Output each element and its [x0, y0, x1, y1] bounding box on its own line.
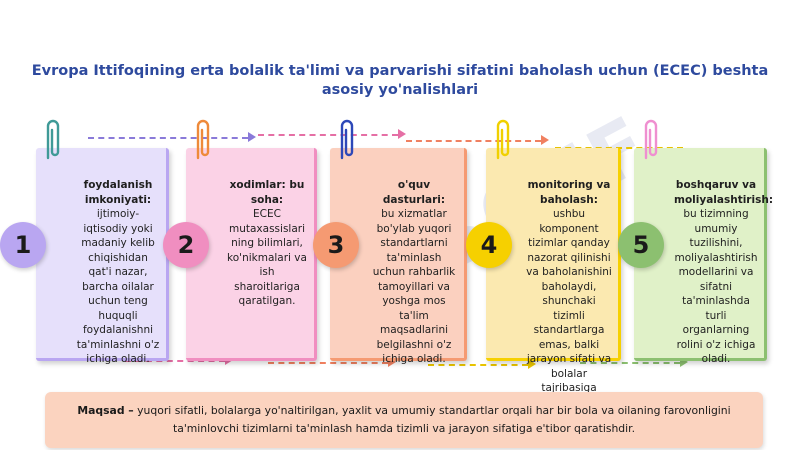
step-heading: xodimlar: bu soha: [229, 179, 305, 206]
arrowhead-bottom-2 [388, 357, 396, 367]
step-number-2: 2 [163, 222, 209, 268]
connector-bottom-4 [580, 362, 680, 364]
step-card-3: o'quv dasturlari:bu xizmatlar bo'ylab yu… [330, 148, 467, 365]
connector-1-2 [88, 137, 248, 139]
step-number-1: 1 [0, 222, 46, 268]
connector-bottom-2 [268, 362, 388, 364]
goal-label: Maqsad – [77, 404, 134, 417]
arrowhead-2-3 [398, 129, 406, 139]
connector-bottom-3 [428, 364, 528, 366]
paperclip-icon [340, 119, 354, 160]
arrowhead-bottom-4 [680, 357, 688, 367]
step-card-1: foydalanish imkoniyati:ijtimoiy-iqtisodi… [36, 148, 169, 365]
step-number-4: 4 [466, 222, 512, 268]
step-number-5: 5 [618, 222, 664, 268]
arrowhead-3-4 [541, 135, 549, 145]
goal-body: yuqori sifatli, bolalarga yo'naltirilgan… [137, 404, 731, 435]
arrowhead-bottom-3 [528, 359, 536, 369]
step-body: bu xizmatlar bo'ylab yuqori standartlarn… [372, 208, 456, 365]
step-card-text: boshqaruv va moliyalashtirish:bu tizimni… [674, 178, 774, 367]
paperclip-icon [496, 119, 510, 160]
connector-2-3 [258, 134, 398, 136]
paperclip-icon [644, 119, 658, 160]
step-card-text: o'quv dasturlari:bu xizmatlar bo'ylab yu… [370, 178, 458, 367]
step-body: bu tizimning umumiy tuzilishini, moliyal… [674, 208, 758, 365]
goal-box: Maqsad – yuqori sifatli, bolalarga yo'na… [45, 392, 763, 448]
step-heading: monitoring va baholash: [527, 179, 611, 206]
connector-bottom-1 [125, 360, 225, 362]
step-card-2: xodimlar: bu soha:ECEC mutaxassislari ni… [186, 148, 317, 361]
step-card-text: xodimlar: bu soha:ECEC mutaxassislari ni… [226, 178, 308, 309]
step-heading: boshqaruv va moliyalashtirish: [674, 179, 774, 206]
paperclip-icon [46, 119, 60, 160]
diagram-title: Evropa Ittifoqining erta bolalik ta'limi… [31, 63, 769, 98]
connector-3-4 [406, 140, 541, 142]
step-heading: o'quv dasturlari: [382, 179, 446, 206]
paperclip-icon [196, 119, 210, 160]
step-body: ECEC mutaxassislari ning bilimlari, ko'n… [227, 208, 307, 307]
step-card-text: foydalanish imkoniyati:ijtimoiy-iqtisodi… [76, 178, 160, 367]
step-heading: foydalanish imkoniyati: [83, 179, 153, 206]
goal-text: Maqsad – yuqori sifatli, bolalarga yo'na… [55, 402, 753, 438]
step-body: ijtimoiy-iqtisodiy yoki madaniy kelib ch… [76, 208, 160, 365]
step-number-3: 3 [313, 222, 359, 268]
arrowhead-1-2 [248, 132, 256, 142]
